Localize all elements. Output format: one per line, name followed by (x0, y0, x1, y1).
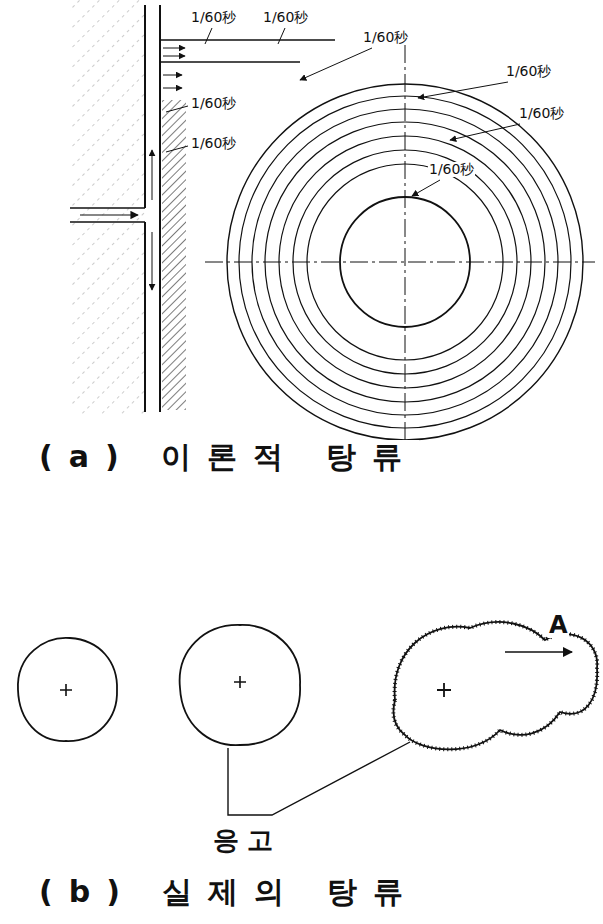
solidification-bracket (228, 742, 410, 815)
flow-front-circles (205, 45, 595, 462)
time-label: 1/60秒 (262, 10, 309, 25)
solidification-blobs (18, 622, 597, 749)
time-label: 1/60秒 (505, 64, 552, 79)
direction-label: A (548, 612, 569, 638)
leader-lines (166, 28, 520, 196)
time-label: 1/60秒 (362, 30, 409, 45)
time-label: 1/60秒 (518, 106, 565, 121)
time-label: 1/60秒 (190, 96, 237, 111)
time-label: 1/60秒 (428, 162, 475, 177)
solidification-label: 응고 (212, 826, 282, 855)
figure-caption: (b) 실제의 탕류 (38, 875, 420, 908)
time-label: 1/60秒 (190, 10, 237, 25)
mold-section (70, 0, 335, 415)
figure-caption: (a) 이론적 탕류 (38, 440, 419, 473)
time-label: 1/60秒 (190, 136, 237, 151)
